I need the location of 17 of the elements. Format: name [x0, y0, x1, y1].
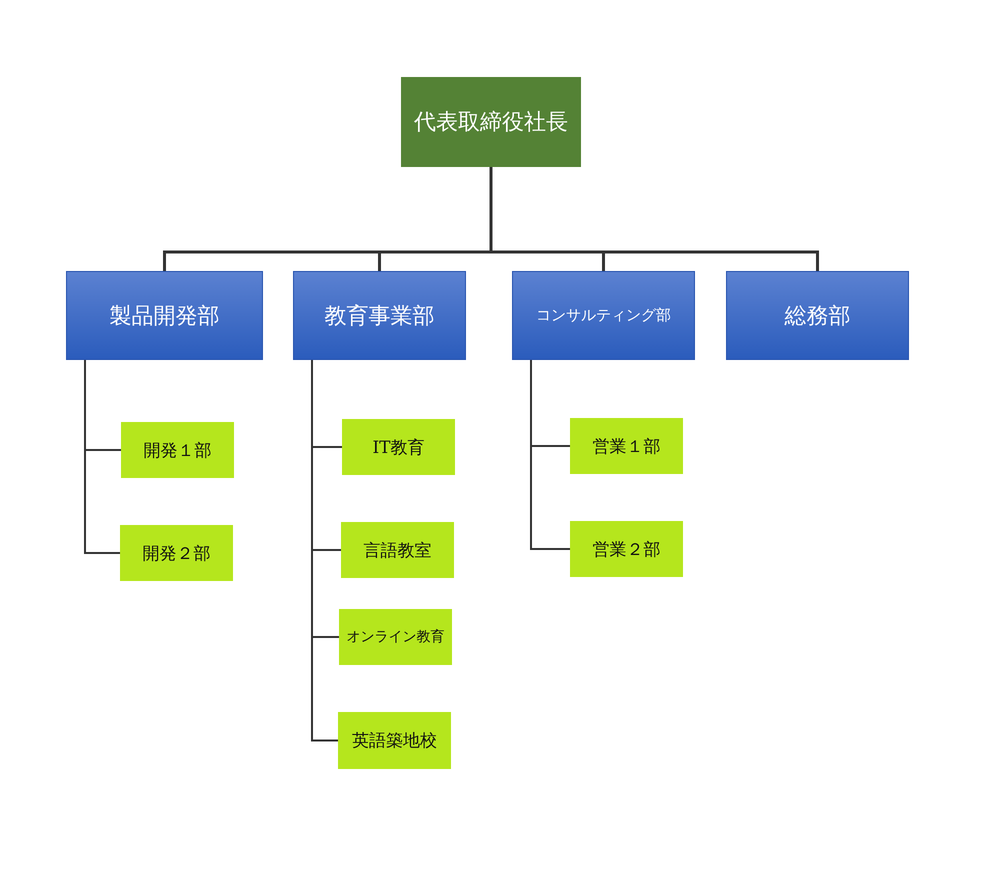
- section-box: 開発２部: [120, 525, 233, 581]
- chief-box: 代表取締役社長: [401, 77, 581, 167]
- section-box: 営業１部: [570, 418, 683, 474]
- connector-line: [530, 360, 570, 550]
- department-box: 教育事業部: [293, 271, 466, 360]
- connector-line: [490, 167, 819, 271]
- department-box: 製品開発部: [66, 271, 263, 360]
- section-box: 言語教室: [341, 522, 454, 578]
- department-box: コンサルティング部: [512, 271, 695, 360]
- section-box: オンライン教育: [339, 609, 452, 665]
- section-box: 英語築地校: [338, 712, 451, 769]
- connector-line: [311, 360, 338, 742]
- department-box: 総務部: [726, 271, 909, 360]
- section-box: 開発１部: [121, 422, 234, 478]
- section-box: 営業２部: [570, 521, 683, 577]
- connector-line: [84, 360, 120, 554]
- section-box: IT教育: [342, 419, 455, 475]
